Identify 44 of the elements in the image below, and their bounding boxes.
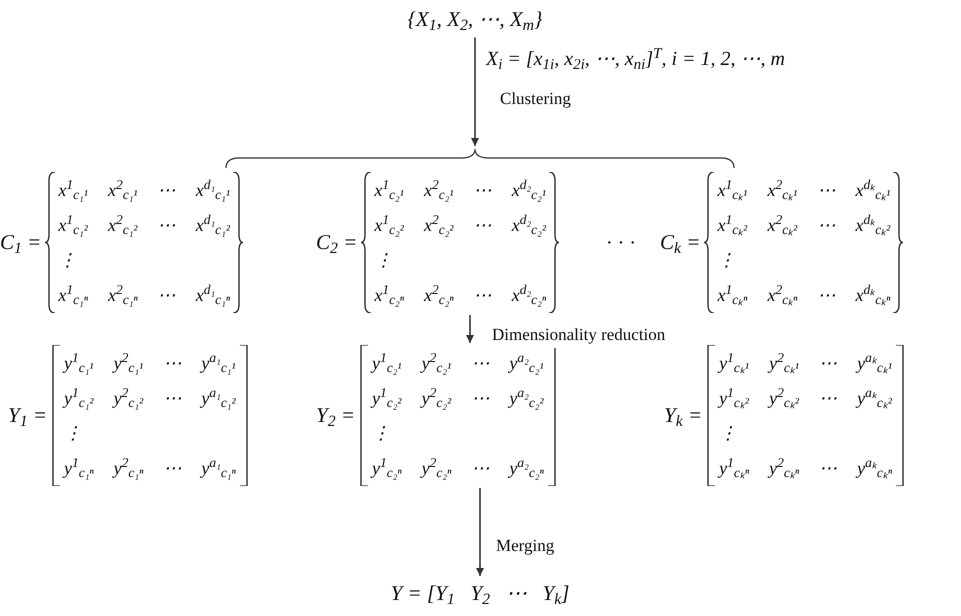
matrix-entry: ⋮	[374, 249, 394, 272]
matrix-entry: ⋯	[819, 387, 838, 410]
matrix-entry: ⋯	[471, 387, 490, 410]
matrix-expression	[664, 345, 906, 486]
matrix-expression	[316, 172, 560, 313]
matrix-expression	[316, 345, 557, 486]
matrix-entry: ⋮	[64, 422, 83, 445]
matrix-label: C$_{1}$ =	[0, 228, 42, 258]
matrix-entry: ⋯	[163, 387, 182, 410]
matrix-entry: ⋯	[471, 352, 490, 375]
matrix-entry: ⋯	[474, 214, 492, 237]
matrix-entry: ⋯	[817, 179, 836, 202]
matrix-label: C$_{k}$ =	[660, 228, 700, 258]
matrix-entry: ⋯	[158, 284, 176, 307]
matrix-expression	[8, 345, 249, 486]
matrix-label: Y$_{k}$ =	[664, 402, 702, 432]
matrix-entry: ⋯	[817, 214, 836, 237]
math-expression: Y = [Y$_{1}$ Y$_{2}$ ⋯ Y$_{k}$]	[390, 578, 570, 610]
matrix-label: Y$_{2}$ =	[316, 402, 355, 432]
arrow	[471, 38, 479, 146]
matrix-entry: ⋯	[163, 352, 182, 375]
matrix-entry: ⋯	[163, 457, 182, 480]
math-expression: {X$_{1}$, X$_{2}$, ⋯, X$_{m}$}	[408, 4, 542, 36]
matrix-entry: ⋯	[471, 457, 490, 480]
matrix-entry: ⋮	[719, 422, 738, 445]
matrix-entry: ⋯	[474, 179, 492, 202]
arrow	[466, 315, 474, 343]
matrix-entry: ⋯	[819, 352, 838, 375]
matrix-entry: ⋮	[58, 249, 78, 272]
formula-text: X$_{i}$ = [x$_{1i}$, x$_{2i}$, ⋯, x$_{ni}$]$^{T}$, i = 1, 2, ⋯, m	[486, 44, 785, 74]
matrix-label: Y$_{1}$ =	[8, 402, 47, 432]
matrix-entry: ⋯	[817, 284, 836, 307]
curly-brace	[225, 148, 735, 169]
matrix-entry: ⋯	[158, 179, 176, 202]
matrix-expression	[660, 172, 904, 313]
matrix-entry: ⋮	[717, 249, 736, 272]
matrix-entry: ⋮	[372, 422, 391, 445]
matrix-entry: ⋯	[158, 214, 176, 237]
matrix-expression	[0, 172, 244, 313]
matrix-entry: ⋯	[474, 284, 492, 307]
ellipsis-text: · · ·	[606, 231, 636, 256]
arrow	[476, 488, 484, 576]
matrix-entry: ⋯	[819, 457, 838, 480]
matrix-label: C$_{2}$ =	[316, 228, 358, 258]
